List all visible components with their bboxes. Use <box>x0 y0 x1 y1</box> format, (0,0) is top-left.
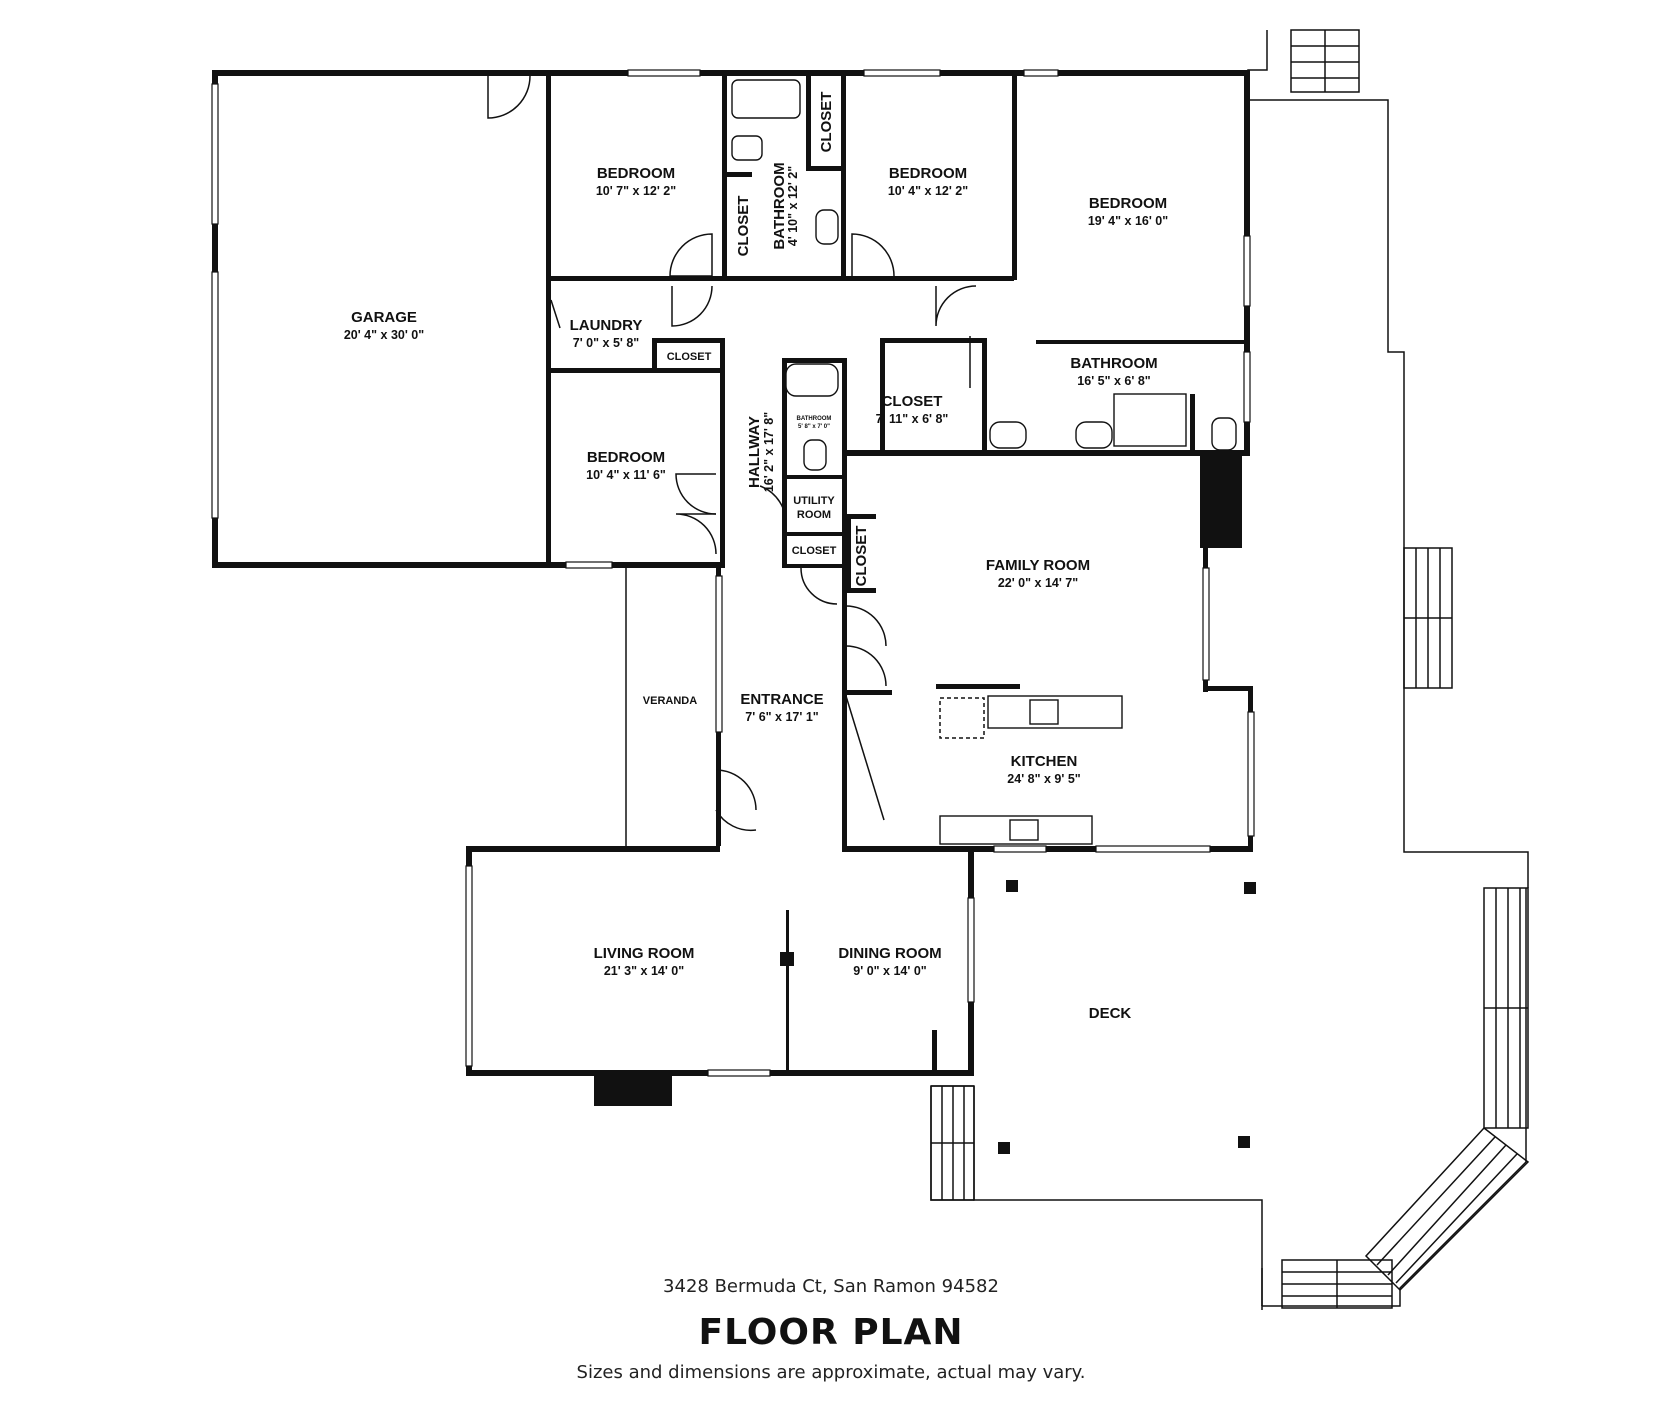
partitions <box>625 568 794 1072</box>
stairs <box>930 29 1530 1309</box>
bedroom1-name: BEDROOM <box>597 165 675 182</box>
bedroom2-name: BEDROOM <box>889 165 967 182</box>
bathroom-small-dims: 5' 8" x 7' 0" <box>798 424 830 430</box>
doors <box>487 75 977 832</box>
garage-dims: 20' 4" x 30' 0" <box>344 328 424 342</box>
laundry-dims: 7' 0" x 5' 8" <box>573 336 640 350</box>
family-name: FAMILY ROOM <box>986 557 1090 574</box>
closet-bath1-name: CLOSET <box>735 196 752 257</box>
floor-plan-title: FLOOR PLAN <box>698 1312 964 1353</box>
living-name: LIVING ROOM <box>594 945 695 962</box>
family-dims: 22' 0" x 14' 7" <box>998 576 1078 590</box>
dining-name: DINING ROOM <box>838 945 941 962</box>
closet-master-dims: 7' 11" x 6' 8" <box>876 412 949 426</box>
bedroom1-dims: 10' 7" x 12' 2" <box>596 184 676 198</box>
property-address: 3428 Bermuda Ct, San Ramon 94582 <box>663 1276 999 1297</box>
bathroom2-dims: 16' 5" x 6' 8" <box>1077 374 1150 388</box>
room-labels: GARAGE 20' 4" x 30' 0" BEDROOM 10' 7" x … <box>344 92 1168 1022</box>
bathroom1-dims: 4' 10" x 12' 2" <box>786 166 800 246</box>
entrance-name: ENTRANCE <box>740 691 823 708</box>
deck-name: DECK <box>1089 1005 1132 1022</box>
kitchen-name: KITCHEN <box>1011 753 1078 770</box>
closet-family-name: CLOSET <box>853 526 870 587</box>
closet-laundry-name: CLOSET <box>667 351 712 363</box>
fixtures <box>731 79 1237 845</box>
bedroom3-dims: 19' 4" x 16' 0" <box>1088 214 1168 228</box>
living-dims: 21' 3" x 14' 0" <box>604 964 684 978</box>
utility-name-2: ROOM <box>797 509 831 521</box>
windows <box>211 69 1255 1077</box>
bedroom4-name: BEDROOM <box>587 449 665 466</box>
bathroom-small-name: BATHROOM <box>797 416 832 422</box>
hallway-name: HALLWAY <box>746 416 763 488</box>
size-disclaimer: Sizes and dimensions are approximate, ac… <box>576 1362 1086 1383</box>
utility-name-1: UTILITY <box>793 495 835 507</box>
bedroom4-dims: 10' 4" x 11' 6" <box>586 468 666 482</box>
bedroom3-name: BEDROOM <box>1089 195 1167 212</box>
closet-master-name: CLOSET <box>882 393 943 410</box>
closet-utility-name: CLOSET <box>792 545 837 557</box>
closet-top-name: CLOSET <box>818 92 835 153</box>
veranda-name: VERANDA <box>643 695 697 707</box>
hallway-dims: 16' 2" x 17' 8" <box>762 412 776 492</box>
entrance-dims: 7' 6" x 17' 1" <box>745 710 818 724</box>
bathroom2-name: BATHROOM <box>1070 355 1157 372</box>
dining-dims: 9' 0" x 14' 0" <box>853 964 926 978</box>
garage-name: GARAGE <box>351 309 417 326</box>
bathroom1-name: BATHROOM <box>771 162 788 249</box>
bedroom2-dims: 10' 4" x 12' 2" <box>888 184 968 198</box>
deck-posts <box>998 880 1256 1154</box>
exterior-deck-outline <box>930 30 1529 1310</box>
kitchen-dims: 24' 8" x 9' 5" <box>1007 772 1080 786</box>
laundry-name: LAUNDRY <box>570 317 643 334</box>
